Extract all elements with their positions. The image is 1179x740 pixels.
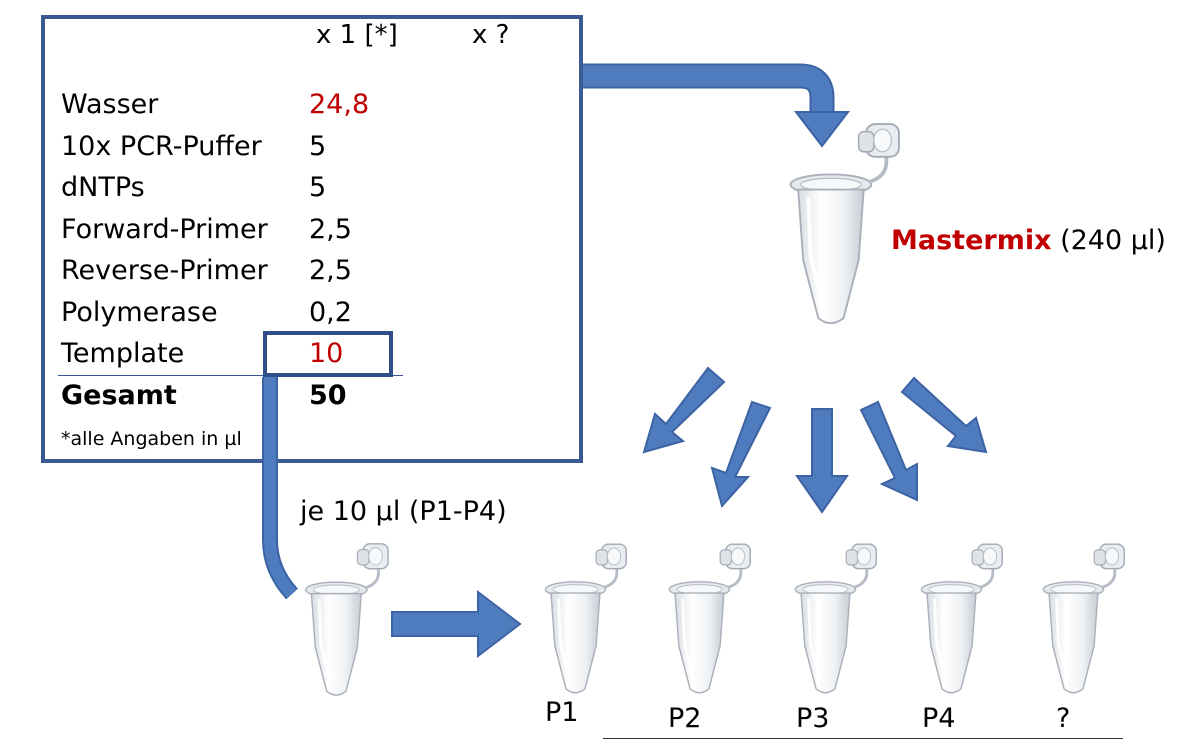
header-x-question: x ? <box>472 20 510 50</box>
template-highlight-box <box>263 331 393 377</box>
fan-arrow-4 <box>859 400 918 502</box>
row-value-pcr-puffer: 5 <box>309 131 327 162</box>
fan-arrow-2 <box>710 400 772 509</box>
row-label-pcr-puffer: 10x PCR-Puffer <box>61 131 262 162</box>
row-label-wasser: Wasser <box>61 89 159 120</box>
arrow-template-to-tube <box>262 377 299 600</box>
row-label-gesamt: Gesamt <box>61 380 177 411</box>
recipe-table-box <box>41 15 583 463</box>
tube-p3-icon <box>793 542 878 695</box>
tube-label-p3: P3 <box>796 703 830 734</box>
row-label-reverse-primer: Reverse-Primer <box>61 255 268 286</box>
arrow-to-mastermix <box>583 63 851 148</box>
fan-arrow-1 <box>642 366 726 454</box>
mastermix-name: Mastermix <box>891 225 1052 256</box>
fan-arrow-5 <box>900 376 988 454</box>
fan-arrows <box>642 366 988 514</box>
footnote: *alle Angaben in µl <box>61 428 242 450</box>
tube-p1-icon <box>543 542 628 695</box>
aliquot-label: je 10 µl (P1-P4) <box>300 496 507 527</box>
aliquot-tube-icon <box>304 542 390 697</box>
tube-p4-icon <box>919 542 1004 695</box>
row-value-forward-primer: 2,5 <box>309 214 352 245</box>
header-x1: x 1 [*] <box>316 20 398 50</box>
sum-divider <box>58 375 403 376</box>
tube-unknown-icon <box>1041 542 1126 695</box>
tube-label-unknown: ? <box>1056 703 1071 734</box>
row-value-reverse-primer: 2,5 <box>309 255 352 286</box>
row-label-template: Template <box>61 338 185 369</box>
tube-label-p4: P4 <box>922 703 956 734</box>
row-value-gesamt: 50 <box>309 380 347 411</box>
row-value-polymerase: 0,2 <box>309 297 352 328</box>
row-value-template: 10 <box>309 338 344 369</box>
tube-label-p1: P1 <box>545 697 579 728</box>
mastermix-tube-icon <box>791 124 899 323</box>
mastermix-label: Mastermix (240 µl) <box>891 225 1166 256</box>
row-label-forward-primer: Forward-Primer <box>61 214 268 245</box>
tubes-baseline <box>603 738 1123 739</box>
mastermix-volume: (240 µl) <box>1051 225 1166 256</box>
row-label-polymerase: Polymerase <box>61 297 218 328</box>
row-value-dntps: 5 <box>309 172 327 203</box>
row-value-wasser: 24,8 <box>309 89 370 120</box>
fan-arrow-3 <box>795 408 849 514</box>
row-label-dntps: dNTPs <box>61 172 145 203</box>
arrow-aliquot-to-p-tubes <box>391 589 522 659</box>
tube-p2-icon <box>667 542 752 695</box>
tube-label-p2: P2 <box>668 703 702 734</box>
